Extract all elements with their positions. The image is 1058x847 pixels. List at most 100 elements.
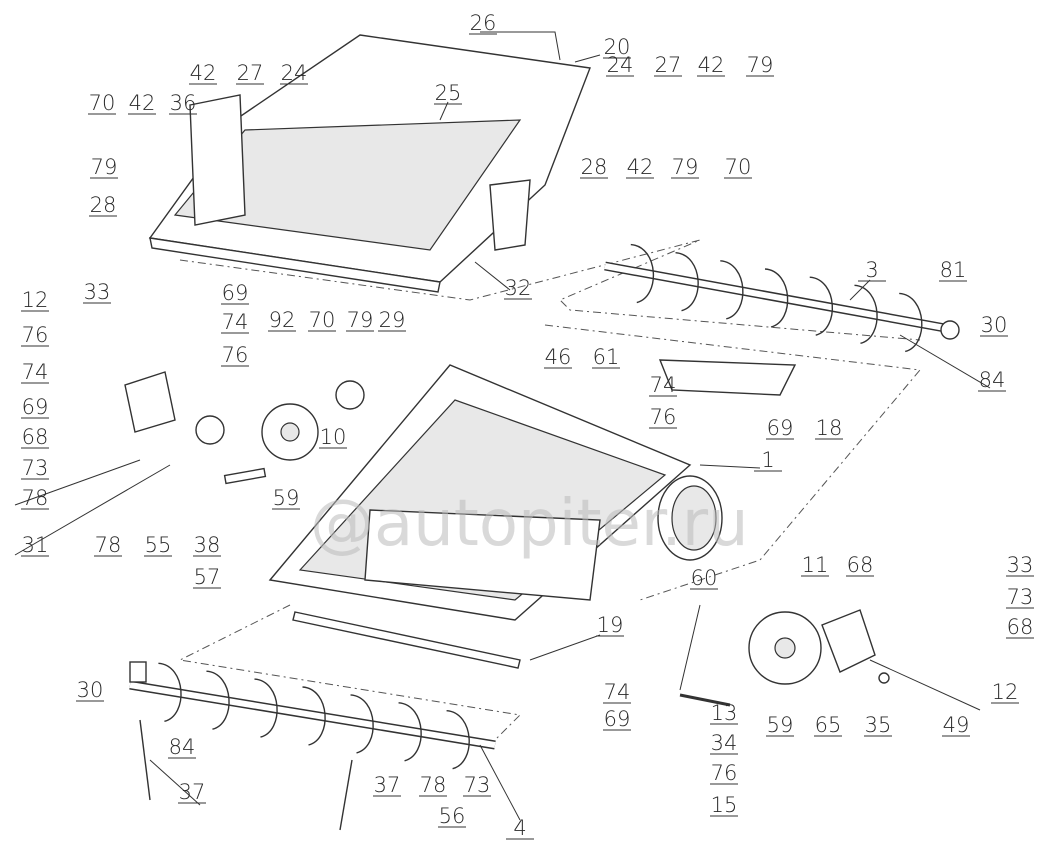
- left-side-parts: [124, 371, 365, 831]
- part-label-19: 19: [597, 613, 624, 637]
- part-label-61: 61: [593, 345, 620, 369]
- part-label-24: 24: [607, 53, 634, 77]
- auger-flight: [630, 243, 655, 304]
- part-label-30: 30: [981, 313, 1008, 337]
- part-label-30: 30: [77, 678, 104, 702]
- part-label-74: 74: [650, 373, 677, 397]
- leader-lines: [14, 31, 991, 821]
- part-label-69: 69: [22, 395, 49, 419]
- auger-flight: [350, 694, 374, 754]
- part-label-69: 69: [767, 416, 794, 440]
- part-label-76: 76: [222, 343, 249, 367]
- part-label-38: 38: [194, 533, 221, 557]
- auger-flight: [206, 670, 230, 730]
- part-label-42: 42: [698, 53, 725, 77]
- part-label-59: 59: [273, 486, 300, 510]
- part-label-42: 42: [190, 61, 217, 85]
- part-label-74: 74: [22, 360, 49, 384]
- part-label-31: 31: [22, 533, 49, 557]
- part-label-10: 10: [320, 425, 347, 449]
- part-label-84: 84: [169, 735, 196, 759]
- part-label-24: 24: [281, 61, 308, 85]
- auger-flight: [398, 702, 422, 762]
- part-label-74: 74: [604, 680, 631, 704]
- part-label-33: 33: [84, 280, 111, 304]
- auger-flight: [158, 662, 182, 722]
- part-label-78: 78: [420, 773, 447, 797]
- part-label-84: 84: [979, 368, 1006, 392]
- part-label-70: 70: [309, 308, 336, 332]
- part-label-78: 78: [22, 486, 49, 510]
- part-label-92: 92: [269, 308, 296, 332]
- part-label-28: 28: [90, 193, 117, 217]
- assembly-outline-mid: [544, 324, 921, 601]
- auger-flight: [720, 260, 744, 320]
- part-label-42: 42: [627, 155, 654, 179]
- part-label-57: 57: [194, 565, 221, 589]
- part-label-68: 68: [847, 553, 874, 577]
- part-label-20: 20: [604, 35, 631, 59]
- part-label-12: 12: [22, 288, 49, 312]
- auger-flight: [899, 292, 923, 353]
- part-label-27: 27: [655, 53, 682, 77]
- watermark-label: autopiter.ru: [374, 487, 749, 561]
- part-label-3: 3: [865, 258, 878, 282]
- part-label-36: 36: [170, 91, 197, 115]
- part-label-46: 46: [545, 345, 572, 369]
- auger-flight: [254, 678, 278, 738]
- part-label-74: 74: [222, 310, 249, 334]
- watermark-at-icon: @: [310, 487, 374, 561]
- feeder-housing: [268, 359, 797, 669]
- part-label-35: 35: [865, 713, 892, 737]
- part-label-73: 73: [464, 773, 491, 797]
- part-label-18: 18: [816, 416, 843, 440]
- part-label-59: 59: [767, 713, 794, 737]
- top-auger: [604, 243, 946, 353]
- part-label-13: 13: [711, 701, 738, 725]
- part-label-1: 1: [761, 448, 774, 472]
- part-label-15: 15: [711, 793, 738, 817]
- part-label-49: 49: [943, 713, 970, 737]
- part-label-12: 12: [992, 680, 1019, 704]
- part-label-42: 42: [129, 91, 156, 115]
- auger-flight: [809, 276, 834, 336]
- auger-flight: [764, 268, 789, 328]
- auger-flight: [302, 686, 326, 746]
- auger-flight: [446, 709, 470, 770]
- part-label-70: 70: [89, 91, 116, 115]
- part-label-76: 76: [711, 761, 738, 785]
- part-label-70: 70: [725, 155, 752, 179]
- part-label-76: 76: [22, 323, 49, 347]
- part-label-69: 69: [604, 707, 631, 731]
- part-label-27: 27: [237, 61, 264, 85]
- assembly-outline-low: [178, 604, 522, 746]
- part-label-34: 34: [711, 731, 738, 755]
- watermark-text: @autopiter.ru: [310, 487, 749, 561]
- part-label-79: 79: [347, 308, 374, 332]
- part-label-25: 25: [435, 81, 462, 105]
- hopper-frame: [148, 34, 591, 293]
- part-label-26: 26: [470, 11, 497, 35]
- part-label-65: 65: [815, 713, 842, 737]
- part-label-60: 60: [691, 566, 718, 590]
- part-label-79: 79: [672, 155, 699, 179]
- bottom-auger: [129, 662, 496, 770]
- part-label-29: 29: [379, 308, 406, 332]
- part-label-79: 79: [747, 53, 774, 77]
- part-label-37: 37: [374, 773, 401, 797]
- part-label-28: 28: [581, 155, 608, 179]
- part-label-81: 81: [940, 258, 967, 282]
- right-side-parts: [679, 320, 960, 707]
- part-label-69: 69: [222, 281, 249, 305]
- part-label-73: 73: [1007, 585, 1034, 609]
- part-label-68: 68: [1007, 615, 1034, 639]
- part-label-79: 79: [91, 155, 118, 179]
- part-label-4: 4: [513, 816, 526, 840]
- part-label-68: 68: [22, 425, 49, 449]
- part-label-11: 11: [802, 553, 829, 577]
- part-label-55: 55: [145, 533, 172, 557]
- part-label-73: 73: [22, 456, 49, 480]
- part-label-56: 56: [439, 804, 466, 828]
